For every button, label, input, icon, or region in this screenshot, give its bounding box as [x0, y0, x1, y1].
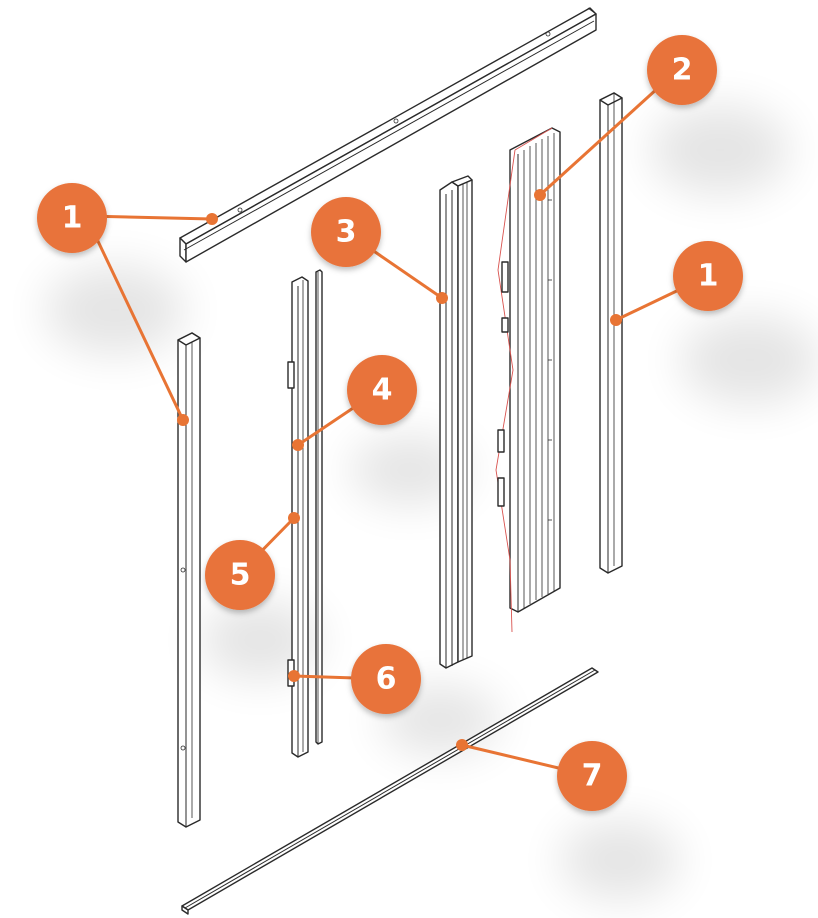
callout-5: 5	[205, 540, 275, 610]
top-rail	[179, 7, 597, 263]
callout-1-right: 1	[673, 241, 743, 311]
background-shadows	[45, 105, 818, 900]
callout-label: 3	[336, 215, 357, 250]
callout-label: 1	[698, 259, 719, 294]
callout-7: 7	[557, 741, 627, 811]
callout-label: 4	[372, 373, 393, 408]
callout-label: 5	[230, 558, 251, 593]
callout-label: 7	[582, 759, 603, 794]
callout-label: 1	[62, 201, 83, 236]
callout-2: 2	[647, 35, 717, 105]
bottom-rail	[181, 667, 599, 915]
callout-6: 6	[351, 644, 421, 714]
leader-1-top	[85, 214, 213, 221]
callout-1-top-left: 1	[37, 183, 107, 253]
callout-3: 3	[311, 197, 381, 267]
panel-profile	[439, 175, 473, 669]
leader-1-left	[84, 215, 185, 421]
right-profile	[599, 92, 623, 574]
pleated-panel	[495, 127, 561, 633]
left-profile	[177, 332, 201, 828]
callout-label: 6	[376, 662, 397, 697]
callout-label: 2	[672, 53, 693, 88]
callout-4: 4	[347, 355, 417, 425]
